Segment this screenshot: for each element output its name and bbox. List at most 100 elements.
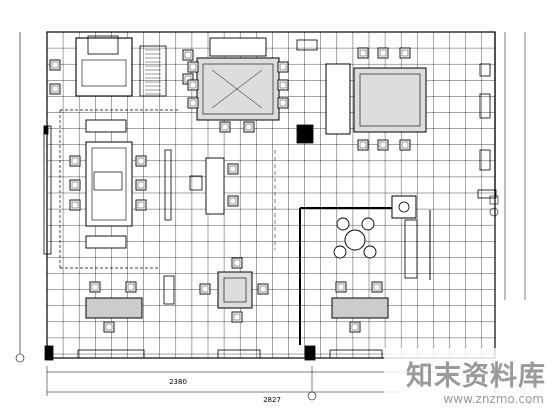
chair-seat	[401, 49, 409, 57]
chair	[399, 47, 411, 59]
chair	[227, 163, 239, 175]
chair	[219, 121, 231, 133]
chair	[349, 321, 361, 333]
chair-seat	[201, 285, 209, 293]
round-chair	[333, 245, 347, 259]
chair	[335, 281, 347, 293]
watermark-url: www.znzmo.com	[443, 392, 544, 406]
chair-seat	[373, 283, 381, 291]
wall-column	[477, 189, 497, 199]
chair-seat	[189, 81, 197, 89]
chair-seat	[71, 157, 79, 165]
chair	[69, 179, 81, 191]
chair	[277, 97, 289, 109]
sofa	[75, 37, 133, 97]
storage-shelf	[164, 149, 172, 221]
chair-seat	[279, 81, 287, 89]
chair-seat	[137, 201, 145, 209]
chair-seat	[184, 51, 192, 59]
round-chair	[363, 245, 377, 259]
storage-shelf	[163, 275, 175, 305]
round-table	[344, 229, 366, 251]
grid-axis-bubble	[15, 353, 25, 363]
chair	[187, 97, 199, 109]
chair-seat	[379, 141, 387, 149]
chair-seat	[91, 283, 99, 291]
fixture-symbol	[489, 207, 499, 217]
chair-seat	[259, 285, 267, 293]
chair	[227, 195, 239, 207]
chair-seat	[337, 283, 345, 291]
plant-box	[296, 39, 318, 51]
chair	[199, 283, 211, 295]
wall-column	[304, 345, 316, 361]
chair	[231, 257, 243, 269]
window-cabinet	[479, 93, 491, 119]
chair	[69, 155, 81, 167]
chair	[135, 199, 147, 211]
round-chair	[336, 217, 350, 231]
wall-column	[44, 345, 54, 361]
chair	[371, 281, 383, 293]
wall-column	[296, 124, 314, 144]
chair-seat	[279, 63, 287, 71]
sofa-seat	[81, 59, 127, 87]
chair-seat	[71, 181, 79, 189]
chair	[377, 47, 389, 59]
dimension-label-bottom-overall: 2827	[263, 396, 281, 404]
conference-table-top	[196, 57, 280, 121]
chair-seat	[401, 141, 409, 149]
chair	[187, 61, 199, 73]
chair-seat	[105, 323, 113, 331]
chair-seat	[245, 123, 253, 131]
chair-seat	[229, 197, 237, 205]
outlet-symbol	[489, 195, 499, 205]
walls	[19, 31, 497, 361]
chair	[125, 281, 137, 293]
dimension-label-bottom: 2380	[169, 378, 187, 386]
chair	[243, 121, 255, 133]
chair	[277, 61, 289, 73]
chair-seat	[221, 123, 229, 131]
conference-table-right	[353, 67, 427, 133]
chair-seat	[137, 157, 145, 165]
round-chair	[361, 217, 375, 231]
meeting-table-centerpiece	[93, 171, 123, 191]
chair-seat	[51, 85, 59, 93]
long-meeting-table	[85, 141, 133, 227]
reception-stool	[189, 175, 203, 191]
wall-column	[43, 125, 49, 135]
side-chair	[49, 59, 61, 71]
reception-desk	[205, 157, 225, 215]
lounge-planter-left	[85, 297, 143, 319]
bench-band	[329, 349, 383, 359]
side-chair	[182, 49, 194, 61]
chair-seat	[137, 181, 145, 189]
chair-seat	[189, 63, 197, 71]
low-cabinet	[404, 219, 418, 279]
chair	[187, 79, 199, 91]
chair-seat	[359, 49, 367, 57]
chair	[69, 199, 81, 211]
chair-seat	[279, 99, 287, 107]
watermark: 知末资料库 www.znzmo.com	[384, 348, 554, 416]
chair-seat	[127, 283, 135, 291]
long-meeting-table-top	[91, 147, 127, 221]
chair-seat	[351, 323, 359, 331]
window-cabinet	[479, 63, 491, 77]
chair-seat	[51, 61, 59, 69]
coffee-table-center-top	[223, 277, 247, 303]
chair	[135, 155, 147, 167]
chair	[399, 139, 411, 151]
watermark-brand-text: 知末资料库	[406, 361, 546, 392]
dimension-lines	[15, 32, 526, 401]
conference-table-top-top	[202, 63, 274, 115]
chair	[357, 139, 369, 151]
pillar-fixture	[391, 195, 417, 219]
grid-axis-bubble	[307, 391, 317, 401]
furniture-layer	[49, 35, 499, 359]
side-chair	[49, 83, 61, 95]
lounge-planter-right	[331, 297, 389, 319]
stair-block	[139, 45, 167, 97]
